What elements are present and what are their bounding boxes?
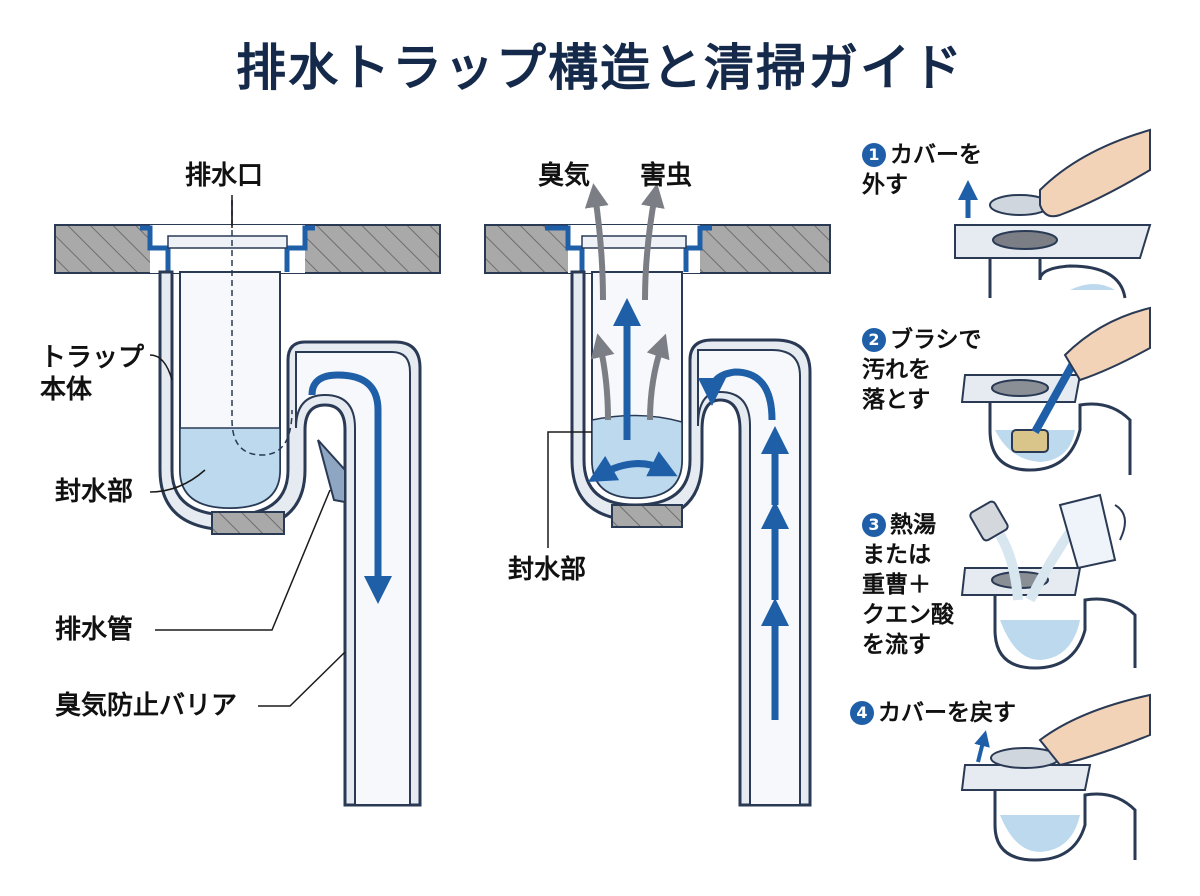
step-1-number: 1 (862, 143, 886, 167)
step3-illustration (960, 493, 1137, 670)
step2-illustration (960, 306, 1151, 475)
step4-illustration (960, 693, 1151, 862)
left-trap-diagram (54, 195, 441, 807)
label-odor-barrier: 臭気防止バリア (55, 691, 238, 721)
step-2-line1: ブラシで (890, 327, 982, 353)
left-drain-flange (150, 225, 305, 273)
step-1-line2: 外す (862, 172, 908, 198)
label-trap-body-line1: トラップ (40, 343, 145, 373)
step-illustrations (954, 128, 1152, 862)
label-drain-outlet: 排水口 (185, 161, 264, 191)
page-title: 排水トラップ構造と清掃ガイド (236, 39, 964, 97)
label-trap-body: トラップ 本体 (40, 342, 144, 406)
step-3-line2: または (862, 542, 931, 568)
step-3-line4: クエン酸 (862, 602, 954, 628)
label-drain-pipe: 排水管 (55, 615, 134, 645)
step-4-number: 4 (850, 701, 874, 725)
step-2-line2: 汚れを (862, 357, 931, 383)
odor-arrow (584, 183, 609, 301)
step-1-line1: カバーを (890, 142, 982, 168)
step-2-line3: 落とす (862, 387, 931, 413)
label-trap-body-line2: 本体 (40, 375, 93, 405)
step-3-line3: 重曹＋ (862, 572, 931, 598)
step-3-number: 3 (862, 513, 886, 537)
left-flow-arrow (308, 371, 392, 604)
label-water-seal-middle: 封水部 (508, 555, 587, 585)
step-3-line5: を流す (862, 632, 931, 658)
label-odor: 臭気 (538, 161, 591, 191)
left-water-seal (179, 427, 281, 509)
step1-illustration (954, 128, 1152, 299)
step-2-number: 2 (862, 328, 886, 352)
middle-trap-diagram (484, 183, 831, 807)
step-3-line1: 熱湯 (890, 512, 936, 538)
pest-arrow (641, 183, 665, 301)
step-4-line1: カバーを戻す (878, 700, 1016, 726)
label-pests: 害虫 (640, 161, 693, 191)
label-water-seal-left: 封水部 (55, 477, 134, 507)
middle-water-seal (591, 414, 683, 499)
